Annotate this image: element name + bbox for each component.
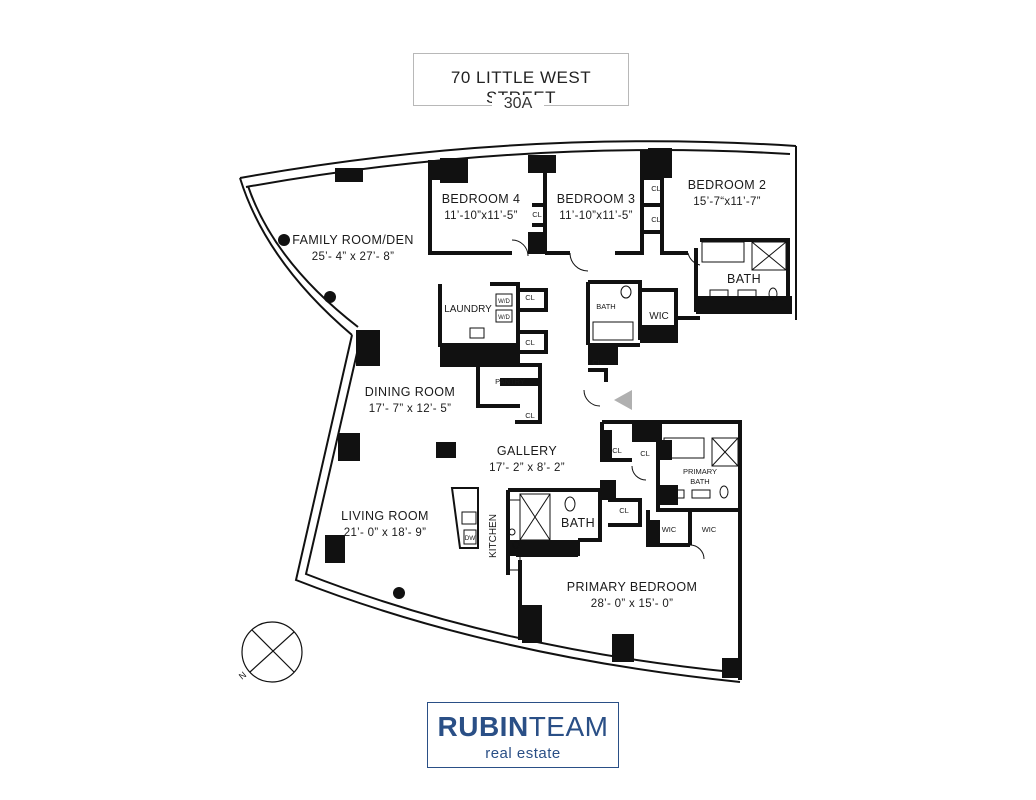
bedroom2-dims: 15’-7“x11’-7” <box>693 196 761 208</box>
closet-label-primary: CL <box>619 506 629 515</box>
bedroom3-dims: 11’-10”x11’-5” <box>559 210 632 222</box>
compass-north-label: N <box>237 670 248 682</box>
unit-label: 30A <box>0 95 1036 113</box>
closet-label-pantry: CL <box>525 411 535 420</box>
room-labels: FAMILY ROOM/DEN 25’- 4” x 27’- 8” BEDROO… <box>292 178 766 610</box>
primary-bedroom-dims: 28’- 0” x 15’- 0” <box>591 598 673 610</box>
primary-bath-line1: PRIMARY <box>683 467 717 476</box>
bath-hall-label: BATH <box>561 516 595 530</box>
entry-arrow <box>614 390 632 410</box>
living-room-dims: 21’- 0” x 18’- 9” <box>344 527 426 539</box>
unit-number: 30A <box>491 95 545 112</box>
closet-label-bed2b: CL <box>651 215 661 224</box>
bath-small-label: BATH <box>596 302 615 311</box>
pantry-label: PANTRY <box>495 377 525 386</box>
bedroom4-dims: 11’-10”x11’-5” <box>444 210 517 222</box>
exterior-wall <box>239 140 797 683</box>
living-room-name: LIVING ROOM <box>341 509 429 523</box>
gallery-name: GALLERY <box>497 444 558 458</box>
logo-bold: RUBIN <box>437 711 529 742</box>
closet-label-gallery-2: CL <box>640 449 650 458</box>
laundry-label: LAUNDRY <box>444 304 492 315</box>
closet-label-bed4: CL <box>532 210 542 219</box>
wd-label-1: W/D <box>498 299 510 305</box>
compass-icon <box>241 621 303 683</box>
dw-label: DW <box>465 535 477 542</box>
fixtures <box>461 239 787 571</box>
bedroom4-name: BEDROOM 4 <box>442 192 521 206</box>
wall-fills <box>430 150 792 556</box>
logo-light: TEAM <box>528 711 609 742</box>
closet-label-entry: CL <box>592 358 602 367</box>
gallery-dims: 17’- 2” x 8’- 2” <box>489 462 565 474</box>
bedroom2-name: BEDROOM 2 <box>688 178 767 192</box>
wic-label-center: WIC <box>649 311 668 322</box>
dining-room-name: DINING ROOM <box>365 385 456 399</box>
logo-wordmark: RUBINTEAM <box>428 711 618 743</box>
kitchen-label: KITCHEN <box>488 514 499 558</box>
wd-label-2: W/D <box>498 315 510 321</box>
closet-label-bed2a: CL <box>651 184 661 193</box>
closet-label-laundry: CL <box>525 293 535 302</box>
dining-room-dims: 17’- 7” x 12’- 5” <box>369 403 451 415</box>
primary-bath-line2: BATH <box>690 477 709 486</box>
brand-logo: RUBINTEAM real estate <box>427 702 619 768</box>
family-room-name: FAMILY ROOM/DEN <box>292 233 414 247</box>
bath-main-label: BATH <box>727 272 761 286</box>
family-room-dims: 25’- 4” x 27’- 8” <box>312 251 394 263</box>
primary-bedroom-name: PRIMARY BEDROOM <box>567 580 698 594</box>
closet-label-gallery-1: CL <box>612 446 622 455</box>
closet-label-hall: CL <box>525 338 535 347</box>
logo-subtitle: real estate <box>485 745 561 762</box>
wic-label-primary-1: WIC <box>662 525 677 534</box>
wic-label-primary-2: WIC <box>702 525 717 534</box>
bedroom3-name: BEDROOM 3 <box>557 192 636 206</box>
